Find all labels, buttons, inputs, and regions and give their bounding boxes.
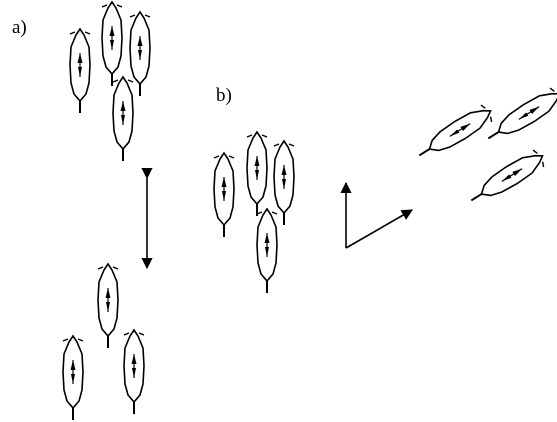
fish-icon xyxy=(101,1,123,87)
fish-icon xyxy=(213,152,235,238)
fish-icon xyxy=(412,101,497,165)
fish-icon xyxy=(112,76,134,162)
fish-icon xyxy=(62,335,84,421)
panel-a-label: a) xyxy=(12,17,27,38)
fish-icon xyxy=(69,28,91,114)
fish-icon xyxy=(464,146,549,210)
fish-icon xyxy=(273,140,295,226)
fish-icon xyxy=(481,84,557,148)
fish-icon xyxy=(129,11,151,97)
panel-a-bottom-group xyxy=(62,263,145,421)
fish-icon xyxy=(256,208,278,294)
fish-icon xyxy=(246,131,268,217)
fish-icon xyxy=(123,329,145,415)
fish-icon xyxy=(97,263,119,349)
panel-a-top-group xyxy=(69,1,151,162)
axes-arrows-icon xyxy=(340,181,413,249)
panel-b-label: b) xyxy=(216,85,232,106)
panel-b-upright-group xyxy=(213,131,295,294)
panel-b-tilted-group xyxy=(412,84,557,210)
